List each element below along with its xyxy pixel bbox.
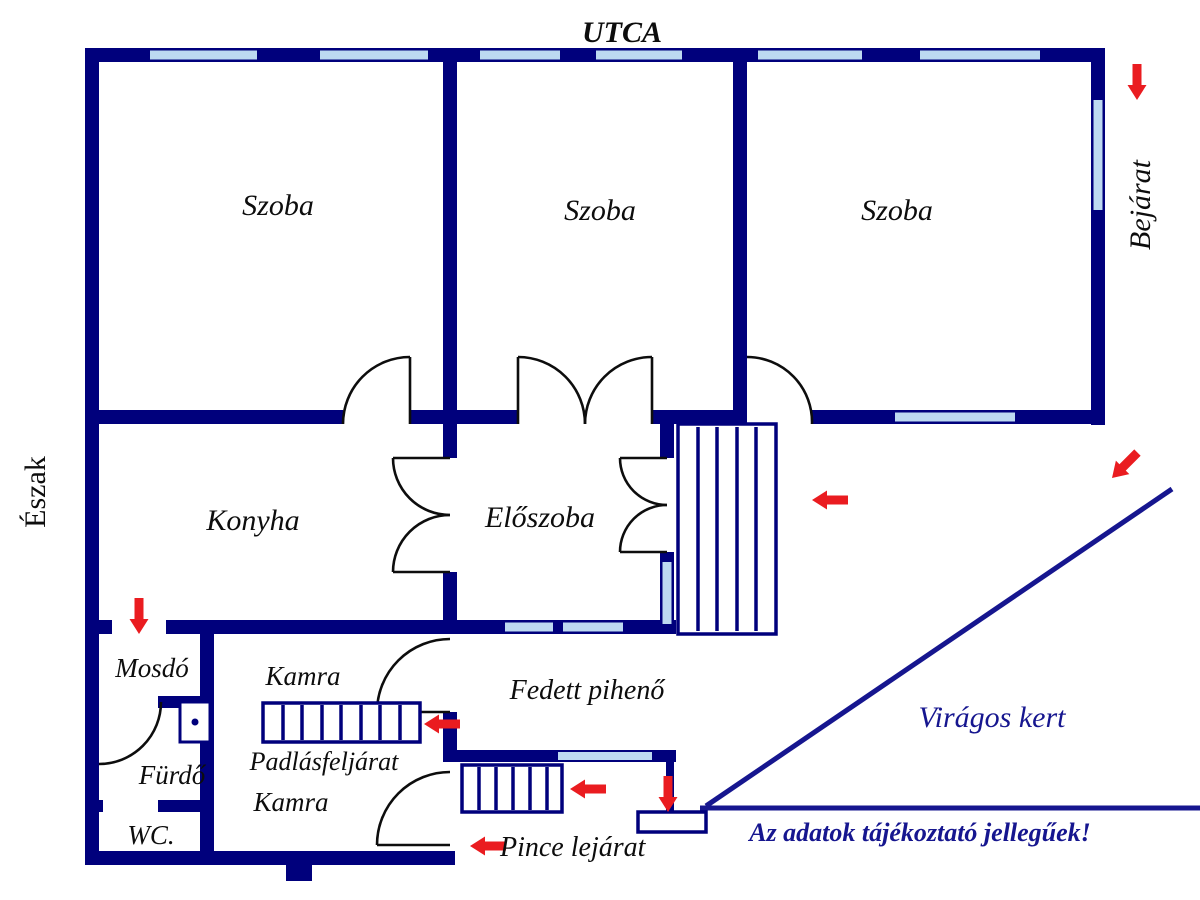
street-label: UTCA (582, 16, 662, 49)
garden-step (636, 810, 708, 834)
room-label-fedett-piheno: Fedett pihenő (509, 675, 666, 706)
room-label-eloszoba: Előszoba (484, 501, 595, 534)
entrance-arrows (129, 64, 1147, 856)
garden-boundary (700, 486, 1200, 811)
entrance-arrow-icon (570, 779, 606, 799)
entrance-arrow-icon (812, 490, 848, 510)
stairs-cellar (460, 763, 564, 814)
furdo-door-arc (98, 701, 163, 766)
door-pivot-dot (191, 718, 199, 726)
room-label-kamra-felso: Kamra (264, 661, 340, 691)
stairs-attic-treads (281, 705, 402, 740)
eloszoba-side-door-arc-bottom (618, 503, 668, 553)
konyha-side-door-arc-top (391, 457, 451, 517)
garden-label: Virágos kert (919, 701, 1067, 734)
eloszoba-double-door-arc-left (517, 355, 587, 425)
szoba3-door-arc (746, 355, 814, 425)
disclaimer-text: Az adatok tájékoztató jellegűek! (747, 818, 1091, 847)
windows (150, 50, 1103, 760)
door-pivot-marker (178, 700, 212, 744)
entrance-arrow-icon (1112, 449, 1141, 478)
room-label-kamra-also: Kamra (252, 787, 328, 817)
room-label-szoba-1: Szoba (242, 189, 314, 222)
stairs-cellar-treads (477, 767, 549, 810)
entrance-arrow-icon (424, 714, 460, 734)
kamra-door-arc (375, 637, 451, 713)
north-label: Észak (19, 456, 52, 528)
attic-stairs-label: Padlásfeljárat (249, 747, 400, 776)
stairs-attic (261, 701, 422, 744)
eloszoba-double-door-arc-right (583, 355, 653, 425)
konyha-side-door-arc-bottom (391, 513, 451, 573)
room-label-szoba-2: Szoba (564, 194, 636, 227)
konyha-door-arc (341, 355, 411, 425)
room-label-szoba-3: Szoba (861, 194, 933, 227)
entrance-arrow-icon (470, 836, 506, 856)
garden-fence-diagonal (704, 486, 1174, 809)
entrance-arrow-icon (129, 598, 149, 634)
entrance-arrow-icon (1127, 64, 1147, 100)
room-label-furdo: Fürdő (138, 760, 207, 790)
entrance-arrow-icon (658, 776, 678, 812)
stairs-entrance (676, 422, 778, 636)
cellar-stairs-label: Pince lejárat (499, 832, 647, 863)
eloszoba-side-door-arc-top (618, 457, 668, 507)
room-label-wc: WC. (127, 820, 174, 850)
entrance-label: Bejárat (1124, 159, 1157, 250)
room-label-konyha: Konyha (205, 504, 299, 537)
stairs-entrance-treads (696, 427, 758, 631)
bottom-door-arc (375, 770, 451, 846)
room-label-mosdo: Mosdó (114, 653, 189, 683)
stairs-entrance-box (676, 422, 778, 636)
labels: UTCA Szoba Szoba Szoba Bejárat Észak Kon… (19, 16, 1157, 863)
